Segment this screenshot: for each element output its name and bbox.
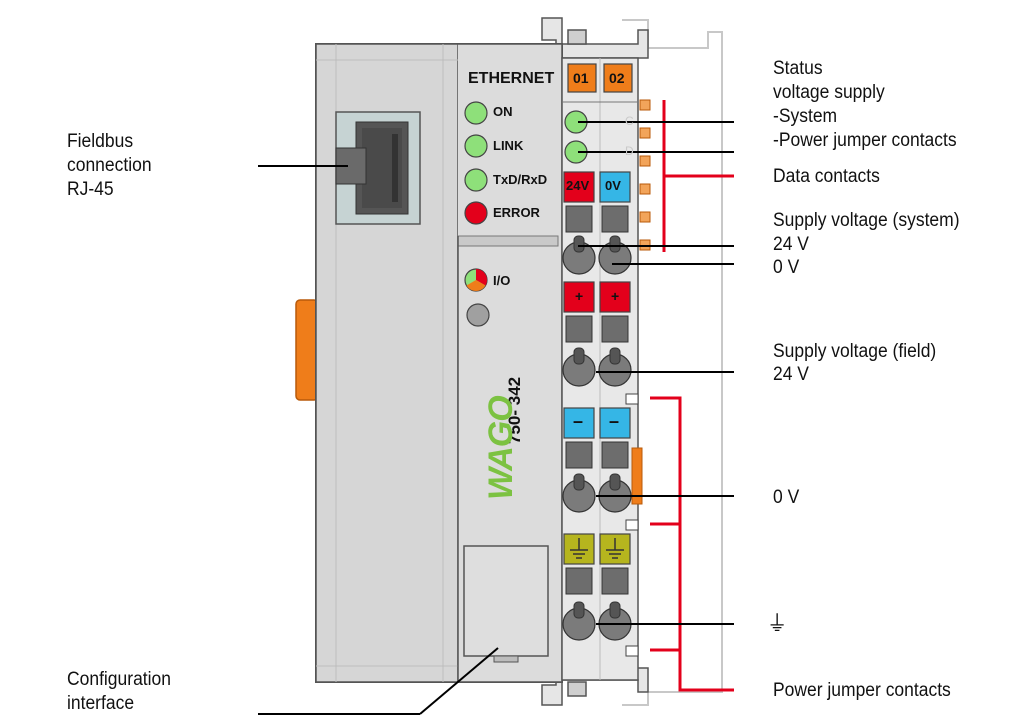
jumper-01[interactable]	[567, 63, 597, 93]
field-plus-label-2: +	[611, 288, 620, 304]
callout-status-4: -Power jumper contacts	[773, 130, 957, 151]
callout-lines	[258, 121, 734, 715]
led-link-label: LINK	[493, 138, 524, 153]
side-latch[interactable]	[295, 299, 319, 401]
callout-supply-system-2: 24 V	[773, 234, 809, 255]
rj45-socket[interactable]	[335, 111, 421, 225]
jumper-02[interactable]	[603, 63, 633, 93]
power-jumper-bracket	[650, 396, 734, 692]
led-c-letter: C	[625, 114, 634, 128]
wago-brand: WAGO	[482, 396, 520, 500]
terminal-ground-1	[563, 533, 595, 565]
led-on	[464, 101, 488, 125]
callout-zero-v: 0 V	[773, 487, 800, 508]
callout-supply-system-1: Supply voltage (system)	[773, 210, 960, 231]
bus-name-label: ETHERNET	[468, 70, 555, 87]
led-txrx-label: TxD/RxD	[493, 172, 548, 187]
callout-data-contacts: Data contacts	[773, 166, 880, 187]
reset-button[interactable]	[466, 303, 490, 327]
data-contact-bracket	[662, 100, 734, 252]
led-error-label: ERROR	[493, 205, 540, 220]
terminal-plus-field-1	[563, 281, 595, 313]
led-on-label: ON	[493, 104, 513, 119]
callout-config-2: interface	[67, 693, 135, 714]
callout-status-1: Status	[773, 58, 823, 79]
led-error	[464, 201, 488, 225]
callout-status-3: -System	[773, 106, 838, 127]
terminal-24v-label: 24V	[566, 178, 590, 193]
led-d-letter: D	[625, 144, 634, 158]
callout-power-jumper: Power jumper contacts	[773, 680, 951, 701]
terminal-plus-field-2	[599, 281, 631, 313]
terminal-ground-2	[599, 533, 631, 565]
release-slots	[565, 205, 629, 595]
config-interface-port[interactable]	[463, 545, 549, 663]
terminal-0v-label: 0V	[605, 178, 621, 193]
callout-fieldbus-3: RJ-45	[67, 179, 114, 200]
wire-openings[interactable]	[562, 241, 632, 641]
terminal-minus-field-2	[599, 407, 631, 439]
field-minus-label-1: –	[573, 411, 584, 431]
led-io	[464, 268, 488, 292]
terminal-0v-system	[599, 171, 631, 203]
callout-supply-field-1: Supply voltage (field)	[773, 341, 937, 362]
callout-fieldbus-1: Fieldbus	[67, 131, 134, 152]
field-plus-label-1: +	[575, 288, 584, 304]
field-minus-label-2: –	[609, 411, 620, 431]
led-io-label: I/O	[493, 273, 511, 288]
callout-supply-field-2: 24 V	[773, 364, 809, 385]
power-jumper-springs	[625, 393, 639, 657]
jumper-01-label: 01	[573, 70, 589, 86]
callout-status-2: voltage supply	[773, 82, 885, 103]
terminal-minus-field-1	[563, 407, 595, 439]
terminal-24v-system	[563, 171, 595, 203]
callout-supply-system-3: 0 V	[773, 257, 800, 278]
callout-config-1: Configuration	[67, 669, 171, 690]
orange-contact-strip	[631, 447, 643, 505]
jumper-02-label: 02	[609, 70, 625, 86]
callout-ground: ⏚	[767, 611, 788, 636]
callout-fieldbus-2: connection	[67, 155, 152, 176]
led-link	[464, 134, 488, 158]
led-txrx	[464, 168, 488, 192]
top-clip	[541, 17, 649, 59]
